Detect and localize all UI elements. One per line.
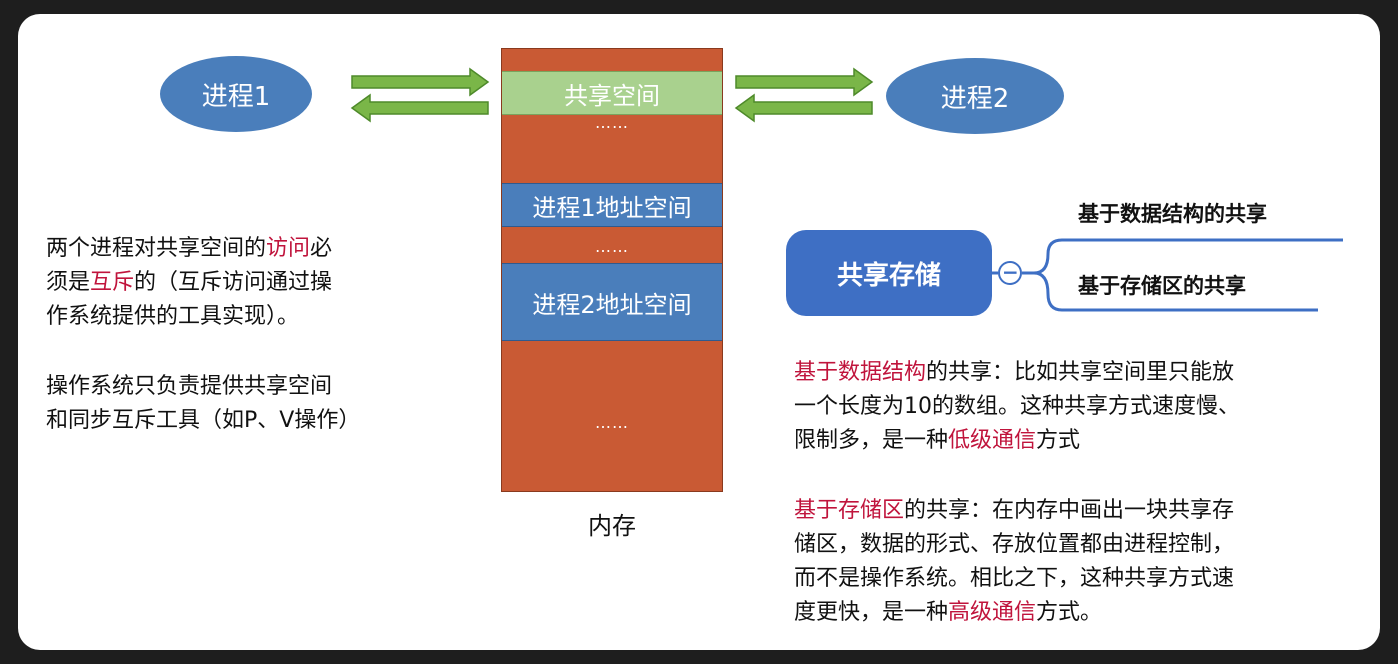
text: 的（互斥访问通过操: [134, 270, 333, 295]
text: 储区，数据的形式、存放位置都由进程控制，: [794, 532, 1235, 557]
diagram-lines: [350, 67, 1343, 312]
text: 而不是操作系统。相比之下，这种共享方式速: [794, 566, 1235, 591]
collapse-toggle-icon[interactable]: −: [1002, 260, 1019, 284]
text: 须是: [46, 270, 91, 295]
os-responsibility: 操作系统只负责提供共享空间 和同步互斥工具（如P、V操作）: [46, 370, 466, 438]
slide: 进程1 进程2 − 共享空间 …… 进程1地址空间 ……: [18, 14, 1380, 650]
text: 限制多，是一种: [794, 428, 949, 453]
process-1-ellipse: 进程1: [160, 56, 312, 132]
arrow-to-process2: [735, 67, 874, 97]
shared-space-block: 共享空间: [502, 71, 722, 115]
memory-dots-1: ……: [595, 113, 629, 132]
arrow-from-memory: [350, 93, 489, 123]
process-2-label: 进程2: [940, 83, 1010, 114]
arrow-from-process2: [734, 93, 873, 123]
collapse-toggle-circle: [998, 261, 1022, 285]
memory-column: 共享空间 …… 进程1地址空间 …… 进程2地址空间 ……: [501, 48, 723, 492]
highlight-storage-area: 基于存储区: [794, 498, 905, 523]
branch-data-structure[interactable]: 基于数据结构的共享: [1078, 202, 1267, 226]
process-1-address-space: 进程1地址空间: [502, 183, 722, 227]
text: 方式。: [1036, 600, 1103, 625]
data-structure-description: 基于数据结构的共享：比如共享空间里只能放 一个长度为10的数组。这种共享方式速度…: [794, 356, 1364, 458]
text: 必: [310, 236, 333, 261]
text: 的共享：在内存中画出一块共享存: [904, 498, 1235, 523]
mindmap-root-shared-storage[interactable]: 共享存储: [786, 230, 992, 316]
text: 和同步互斥工具（如P、V操作）: [46, 408, 361, 433]
branch-storage-area[interactable]: 基于存储区的共享: [1078, 274, 1246, 298]
process-1-label: 进程1: [201, 81, 271, 112]
text: 度更快，是一种: [794, 600, 949, 625]
text: 的共享：比如共享空间里只能放: [926, 360, 1235, 385]
highlight-mutex: 互斥: [90, 270, 135, 295]
memory-dots-3: ……: [595, 413, 629, 432]
text: 一个长度为10的数组。这种共享方式速度慢、: [794, 394, 1240, 419]
text: 方式: [1036, 428, 1081, 453]
storage-area-description: 基于存储区的共享：在内存中画出一块共享存 储区，数据的形式、存放位置都由进程控制…: [794, 494, 1364, 630]
highlight-high-level: 高级通信: [948, 600, 1037, 625]
process-2-address-space-label: 进程2地址空间: [532, 290, 692, 319]
memory-caption: 内存: [588, 512, 636, 540]
shared-space-label: 共享空间: [564, 81, 660, 110]
text: 作系统提供的工具实现）。: [46, 304, 300, 329]
mutex-description: 两个进程对共享空间的访问必 须是互斥的（互斥访问通过操 作系统提供的工具实现）。: [46, 232, 446, 334]
text: 操作系统只负责提供共享空间: [46, 374, 333, 399]
memory-dots-2: ……: [595, 237, 629, 256]
highlight-data-structure: 基于数据结构: [794, 360, 927, 385]
arrow-pair-right: [734, 67, 874, 123]
process-1-address-space-label: 进程1地址空间: [532, 193, 692, 222]
highlight-access: 访问: [266, 236, 311, 261]
text: 两个进程对共享空间的: [46, 236, 267, 261]
process-2-ellipse: 进程2: [886, 58, 1064, 134]
highlight-low-level: 低级通信: [948, 428, 1037, 453]
process-2-address-space: 进程2地址空间: [502, 263, 722, 341]
arrow-right-left-pair: [350, 67, 490, 123]
mindmap-connectors: [992, 238, 1343, 312]
mindmap-root-label: 共享存储: [836, 260, 941, 291]
arrow-to-memory: [351, 67, 490, 97]
